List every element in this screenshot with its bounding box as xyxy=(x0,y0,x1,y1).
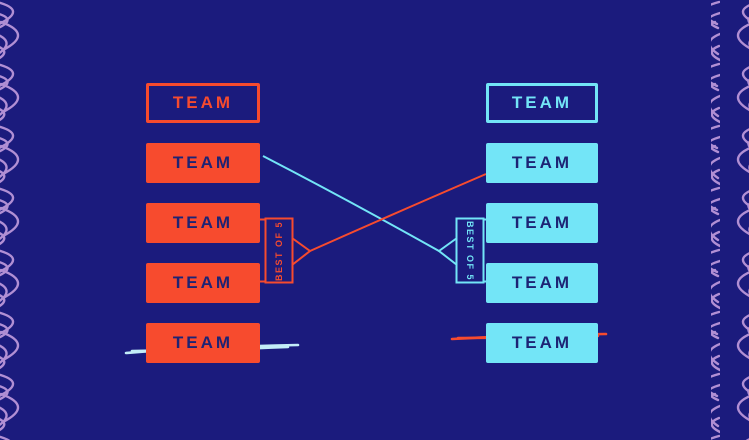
team-box-eliminated: TEAM xyxy=(486,323,598,363)
bracket-pointer-left xyxy=(291,237,312,266)
side-pattern-right xyxy=(711,0,749,440)
team-box: TEAM xyxy=(146,203,260,243)
team-box: TEAM xyxy=(486,143,598,183)
team-box: TEAM xyxy=(486,83,598,123)
team-box-eliminated: TEAM xyxy=(146,323,260,363)
team-box: TEAM xyxy=(146,263,260,303)
side-pattern-left xyxy=(0,0,36,440)
best-of-5-label-left: BEST OF 5 xyxy=(265,218,293,284)
bracket-pointer-right xyxy=(437,237,458,266)
best-of-5-text: BEST OF 5 xyxy=(465,220,476,282)
team-box: TEAM xyxy=(146,83,260,123)
team-box: TEAM xyxy=(486,263,598,303)
team-box: TEAM xyxy=(146,143,260,183)
best-of-5-text: BEST OF 5 xyxy=(274,220,285,282)
best-of-5-label-right: BEST OF 5 xyxy=(456,218,484,284)
team-box: TEAM xyxy=(486,203,598,243)
